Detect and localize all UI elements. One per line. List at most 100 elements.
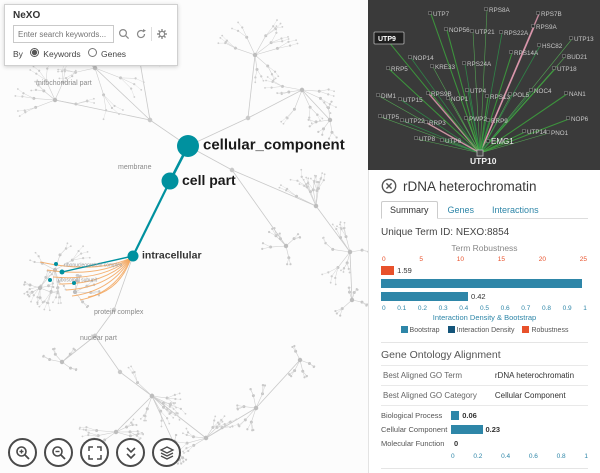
gene-label[interactable]: RRP5 (391, 66, 408, 73)
axis-tick: 0.7 (521, 305, 531, 312)
hub-gene-label[interactable]: UTP10 (470, 156, 497, 166)
gene-label[interactable]: NAN1 (569, 91, 586, 98)
bar-value: 0.23 (485, 425, 501, 434)
legend-item: Interaction Density (447, 326, 514, 334)
gene-label[interactable]: UTP4 (470, 88, 487, 95)
gene-label[interactable]: EMG1 (491, 137, 514, 146)
gene-label[interactable]: PWP2 (469, 116, 487, 123)
tab-interactions[interactable]: Interactions (492, 205, 539, 215)
tree-node-label[interactable]: ribonucleoprotein complex (64, 262, 123, 269)
bottom-axis-title: Interaction Density & Bootstrap (432, 313, 537, 322)
selected-term-node[interactable] (127, 250, 139, 262)
gene-label[interactable]: UTP18 (557, 66, 577, 73)
gene-label[interactable]: UTP6 (445, 138, 462, 145)
axis-tick: 0.5 (479, 305, 489, 312)
legend-swatch (522, 326, 530, 333)
axis-tick: 0.8 (556, 453, 566, 460)
gene-network-canvas[interactable]: UTP7 RPS8A RPS7B NOP56 UTP21 RPS22A RPS9A UTP13… (368, 0, 600, 170)
tree-node-label[interactable]: ribosomal subunit (58, 277, 98, 284)
axis-tick: 5 (419, 256, 423, 263)
gene-label[interactable]: NOP6 (571, 116, 589, 123)
gene-label[interactable]: RPS14A (514, 50, 539, 57)
legend-swatch (447, 326, 455, 333)
tree-node-label[interactable]: intracellular (142, 249, 202, 262)
axis-tick: 0.8 (541, 305, 551, 312)
selected-term-node[interactable] (177, 135, 199, 157)
robustness-bar (381, 266, 395, 275)
axis-tick: 0.2 (473, 453, 483, 460)
tree-node-label[interactable]: membrane (118, 164, 152, 172)
collapse-chevrons-button[interactable] (116, 438, 145, 467)
axis-tick: 0.2 (417, 305, 427, 312)
axis-tick: 1 (584, 453, 588, 460)
legend-item: Robustness (522, 326, 568, 334)
tree-node-label[interactable]: cellular_component (203, 136, 345, 154)
gene-label[interactable]: UTP5 (383, 114, 400, 121)
biological-process-heading: Biological Process (381, 468, 588, 473)
gene-label[interactable]: UTP13 (574, 36, 594, 43)
tab-summary[interactable]: Summary (381, 201, 438, 219)
gene-label[interactable]: RPS7B (541, 11, 562, 18)
gene-label[interactable]: RPS22A (504, 30, 529, 37)
gene-label[interactable]: HSC82 (542, 43, 563, 50)
row-label: Best Aligned GO Term (381, 365, 493, 386)
gene-label[interactable]: UTP8 (419, 136, 436, 143)
settings-gear-icon[interactable] (155, 27, 169, 41)
gene-label[interactable]: UTP7 (433, 11, 450, 18)
gene-label[interactable]: UTP21 (475, 29, 495, 36)
axis-tick: 20 (538, 256, 546, 263)
gene-label[interactable]: UTP22 (405, 118, 425, 125)
search-icon[interactable] (117, 27, 131, 41)
gene-label[interactable]: DIM1 (381, 93, 397, 100)
gene-label[interactable]: NOP1 (451, 96, 469, 103)
tab-genes[interactable]: Genes (447, 205, 475, 215)
gene-label[interactable]: NOP14 (413, 55, 434, 62)
close-circle-icon[interactable] (381, 178, 397, 194)
go-alignment-heading: Gene Ontology Alignment (381, 342, 588, 361)
gene-label[interactable]: RPS24A (467, 61, 492, 68)
tree-toolbar (8, 438, 181, 467)
tree-node-label[interactable]: mitochondrial part (36, 80, 92, 88)
radio-genes[interactable]: Genes (87, 48, 126, 59)
zoom-out-button[interactable] (44, 438, 73, 467)
axis-tick: 1 (583, 305, 587, 312)
bar-value: 0.06 (462, 411, 477, 420)
interaction-density-bar (381, 292, 468, 301)
selected-gene-label[interactable]: UTP9 (378, 36, 396, 43)
gene-label[interactable]: NOC4 (534, 88, 552, 95)
tree-node-label[interactable]: cell part (182, 172, 236, 189)
zoom-in-button[interactable] (8, 438, 37, 467)
bar-value: 0 (454, 439, 459, 448)
gene-label[interactable]: RRP3 (429, 120, 446, 127)
gene-label[interactable]: UTP15 (403, 97, 423, 104)
tree-node-label[interactable]: protein complex (94, 309, 144, 317)
gene-label[interactable]: KRE33 (435, 64, 455, 71)
reset-icon[interactable] (134, 27, 148, 41)
axis-tick: 0.9 (562, 305, 572, 312)
gene-label[interactable]: PNO1 (551, 130, 569, 137)
gene-network-panel[interactable]: UTP7 RPS8A RPS7B NOP56 UTP21 RPS22A RPS9A UTP13… (368, 0, 600, 170)
search-by-label: By (13, 48, 23, 59)
row-value: Cellular Component (492, 385, 588, 406)
gene-label[interactable]: BUD21 (567, 54, 588, 61)
gene-label[interactable]: RPS8A (489, 7, 510, 14)
gene-label[interactable]: RPS9B (431, 91, 452, 98)
tree-node-label[interactable]: nuclear part (80, 335, 117, 343)
gene-label[interactable]: POL5 (513, 92, 530, 99)
search-input[interactable] (13, 25, 114, 43)
selected-term-node[interactable] (161, 172, 179, 190)
gene-label[interactable]: UTP14 (527, 129, 547, 136)
fit-screen-button[interactable] (80, 438, 109, 467)
alignment-bar (451, 411, 460, 420)
layers-button[interactable] (152, 438, 181, 467)
axis-tick: 0 (382, 256, 386, 263)
gene-label[interactable]: RRP9 (491, 118, 508, 125)
radio-keywords[interactable]: Keywords (29, 48, 81, 59)
gene-label[interactable]: NOP56 (449, 27, 470, 34)
legend-swatch (400, 326, 408, 333)
gene-label[interactable]: RPS9A (536, 24, 557, 31)
gene-label[interactable]: RPS13 (490, 94, 510, 101)
